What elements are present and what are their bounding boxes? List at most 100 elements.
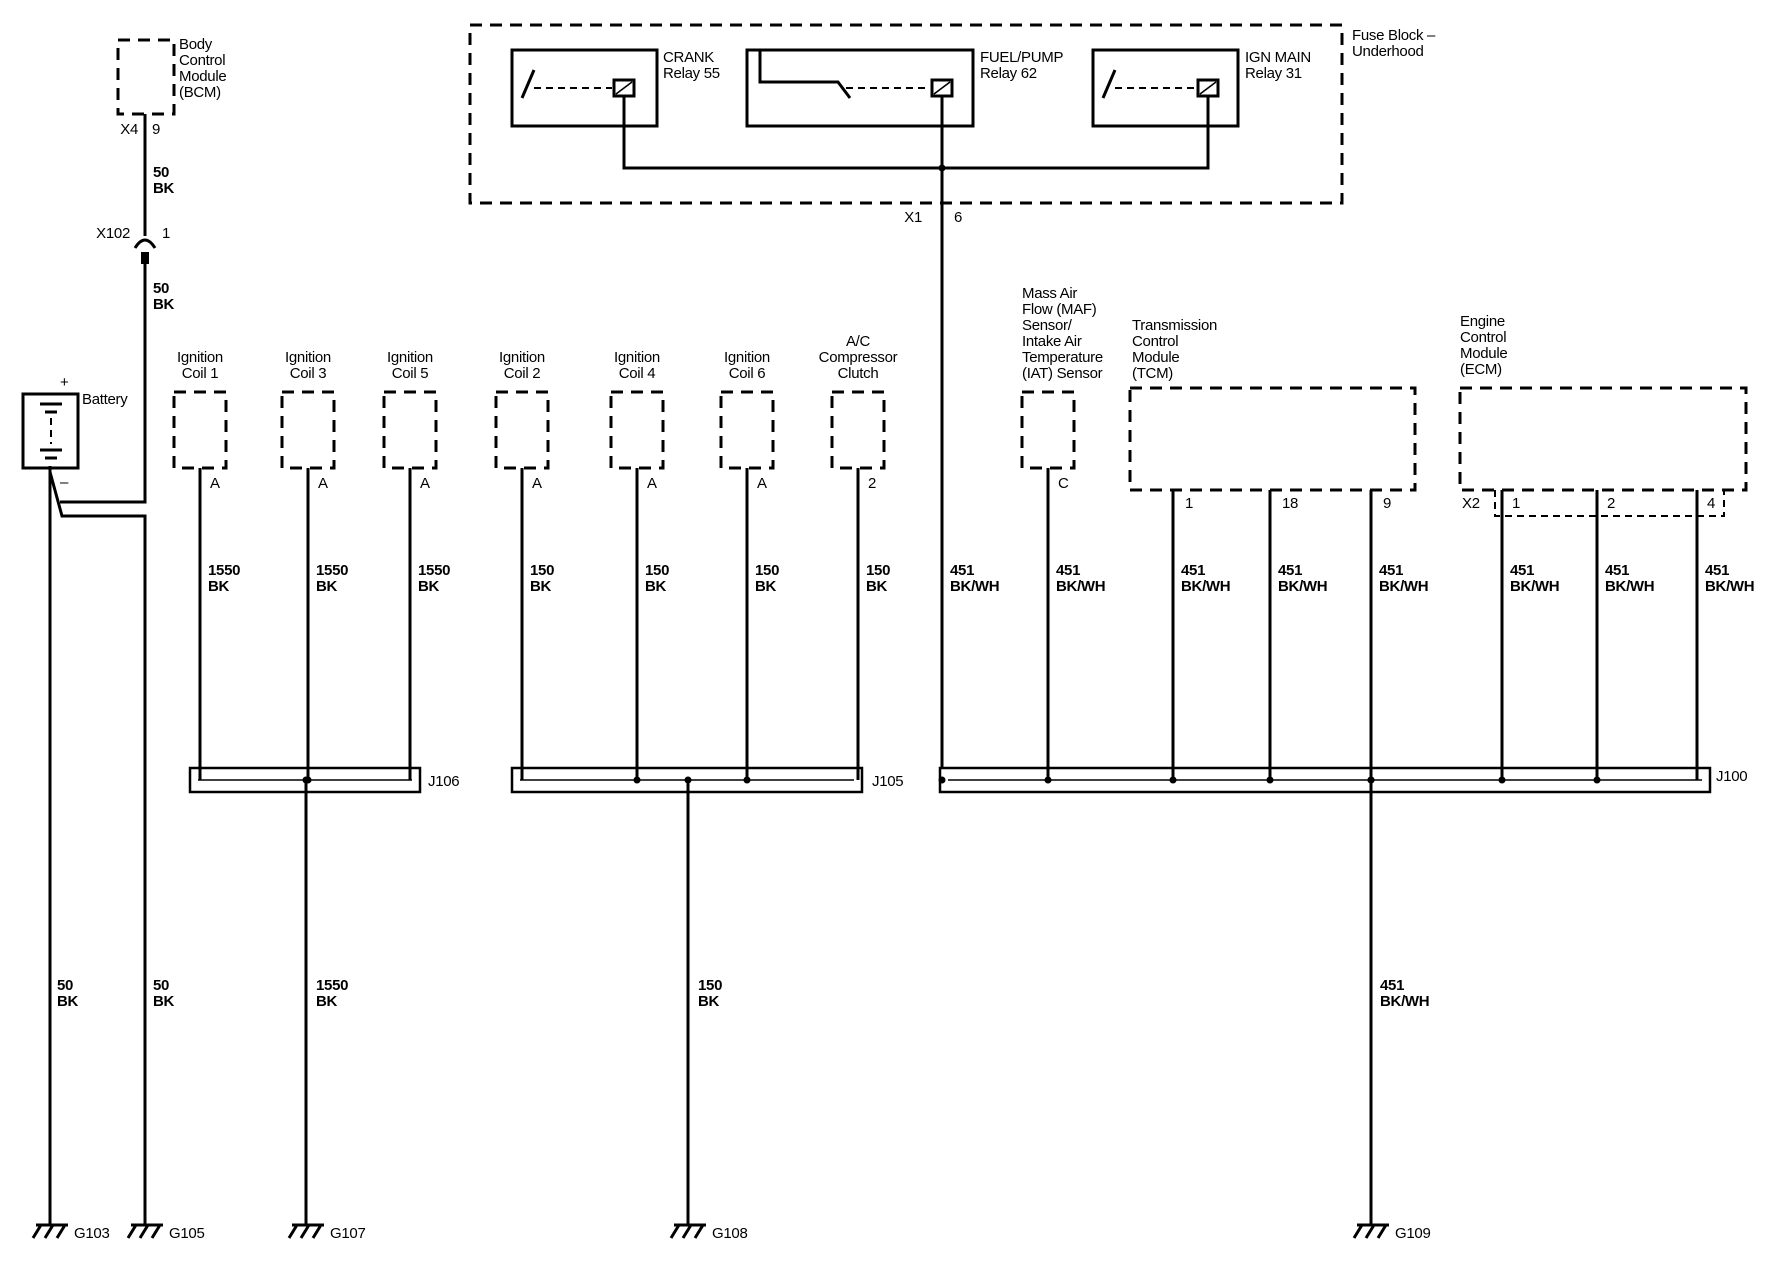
component-2-pin: A (318, 475, 328, 492)
fuse-block-title-line2: Underhood (1352, 43, 1424, 60)
bcm-ground-color: BK (153, 993, 175, 1010)
j105-ground-gauge: 150 (698, 977, 722, 994)
component-8-label-line3: Sensor/ (1022, 317, 1073, 334)
bcm-pin: 9 (152, 121, 160, 138)
component-5-color: BK (645, 578, 667, 595)
component-7-color: BK (866, 578, 888, 595)
component-2-label-line1: Ignition (285, 349, 331, 366)
ground-g108-icon: G108 (669, 1223, 748, 1242)
component-6-pin: A (757, 475, 767, 492)
ground-g105-label: G105 (169, 1225, 205, 1242)
bcm-top-gauge: 50 (153, 164, 169, 181)
ground-g109-icon: G109 (1352, 1223, 1431, 1242)
ecm-pin-2: 2 (1607, 495, 1615, 512)
component-8-label-line5: Temperature (1022, 349, 1103, 366)
fuse-block-underhood: Fuse Block – Underhood CRANK Relay 55 FU… (468, 23, 1436, 226)
bcm-mid-gauge: 50 (153, 280, 169, 297)
tcm-pin-3-color: BK/WH (1379, 578, 1428, 595)
crank-relay-label-line2: Relay 55 (663, 65, 720, 82)
component-3-gauge: 1550 (418, 562, 450, 579)
battery-minus: – (60, 474, 69, 491)
bcm-mid-color: BK (153, 296, 175, 313)
component-8-label-line4: Intake Air (1022, 333, 1082, 350)
tcm-pin-3-gauge: 451 (1379, 562, 1403, 579)
fuse-feed-gauge: 451 (950, 562, 974, 579)
component-5-pin: A (647, 475, 657, 492)
component-1-label-line1: Ignition (177, 349, 223, 366)
component-7-label-line1: A/C (846, 333, 871, 350)
splice-j105-label: J105 (872, 773, 903, 790)
x102-pin: 1 (162, 225, 170, 242)
component-7-label-line3: Clutch (838, 365, 879, 382)
ground-g103-label: G103 (74, 1225, 110, 1242)
x102-label: X102 (96, 225, 130, 242)
fuse-block-connector: X1 (904, 209, 922, 226)
ecm-pin-3: 4 (1707, 495, 1715, 512)
ecm-label-line4: (ECM) (1460, 361, 1502, 378)
component-1-color: BK (208, 578, 230, 595)
j106-ground-color: BK (316, 993, 338, 1010)
splice-j100: J100 (938, 766, 1748, 794)
body-control-module: Body Control Module (BCM) X4 9 (116, 36, 227, 138)
j100-ground-color: BK/WH (1380, 993, 1429, 1010)
crank-relay: CRANK Relay 55 (510, 48, 720, 128)
tcm-pin-2-color: BK/WH (1278, 578, 1327, 595)
component-8-label-line1: Mass Air (1022, 285, 1077, 302)
splice-j106: J106 (188, 766, 460, 794)
component-8-color: BK/WH (1056, 578, 1105, 595)
ground-g107-label: G107 (330, 1225, 366, 1242)
battery-ground-color: BK (57, 993, 79, 1010)
ecm-label-line3: Module (1460, 345, 1507, 362)
component-3-label-line2: Coil 5 (392, 365, 429, 382)
component-5-label-line1: Ignition (614, 349, 660, 366)
tcm-label-line4: (TCM) (1132, 365, 1173, 382)
fuse-block-pin: 6 (954, 209, 962, 226)
bcm-ground-gauge: 50 (153, 977, 169, 994)
component-8-gauge: 451 (1056, 562, 1080, 579)
ign-main-relay-label-line1: IGN MAIN (1245, 49, 1311, 66)
module-wire-group: 1451BK/WH18451BK/WH9451BK/WH1451BK/WH245… (938, 490, 1755, 784)
bcm-label-line2: Control (179, 52, 225, 69)
tcm-pin-3: 9 (1383, 495, 1391, 512)
crank-relay-label-line1: CRANK (663, 49, 714, 66)
j106-ground-gauge: 1550 (316, 977, 348, 994)
bcm-connector: X4 (120, 121, 138, 138)
tcm-label-line1: Transmission (1132, 317, 1217, 334)
engine-control-module: Engine Control Module (ECM) X2 (1458, 313, 1748, 517)
ecm-connector: X2 (1462, 495, 1480, 512)
ecm-pin-2-color: BK/WH (1605, 578, 1654, 595)
component-2-color: BK (316, 578, 338, 595)
tcm-pin-1: 1 (1185, 495, 1193, 512)
ground-g105-icon: G105 (126, 1223, 205, 1242)
component-4-pin: A (532, 475, 542, 492)
splice-j105: J105 (510, 766, 904, 794)
battery-ground-gauge: 50 (57, 977, 73, 994)
x102-inline-connector: X102 1 (96, 225, 170, 264)
ecm-label-line1: Engine (1460, 313, 1505, 330)
component-5-label-line2: Coil 4 (619, 365, 656, 382)
ground-g103-icon: G103 (31, 1223, 110, 1242)
splice-j106-label: J106 (428, 773, 459, 790)
component-4-label-line1: Ignition (499, 349, 545, 366)
ground-g109-label: G109 (1395, 1225, 1431, 1242)
ecm-pin-1-color: BK/WH (1510, 578, 1559, 595)
ground-group: G103 G105 G107 G108 G109 (31, 1223, 1431, 1242)
component-6-gauge: 150 (755, 562, 779, 579)
bcm-label-line4: (BCM) (179, 84, 221, 101)
fuse-block-title-line1: Fuse Block – (1352, 27, 1436, 44)
fuse-feed-color: BK/WH (950, 578, 999, 595)
tcm-pin-2-gauge: 451 (1278, 562, 1302, 579)
component-3-color: BK (418, 578, 440, 595)
bcm-label-line3: Module (179, 68, 226, 85)
component-2-label-line2: Coil 3 (290, 365, 327, 382)
component-3-label-line1: Ignition (387, 349, 433, 366)
ecm-pin-2-gauge: 451 (1605, 562, 1629, 579)
component-4-label-line2: Coil 2 (504, 365, 541, 382)
